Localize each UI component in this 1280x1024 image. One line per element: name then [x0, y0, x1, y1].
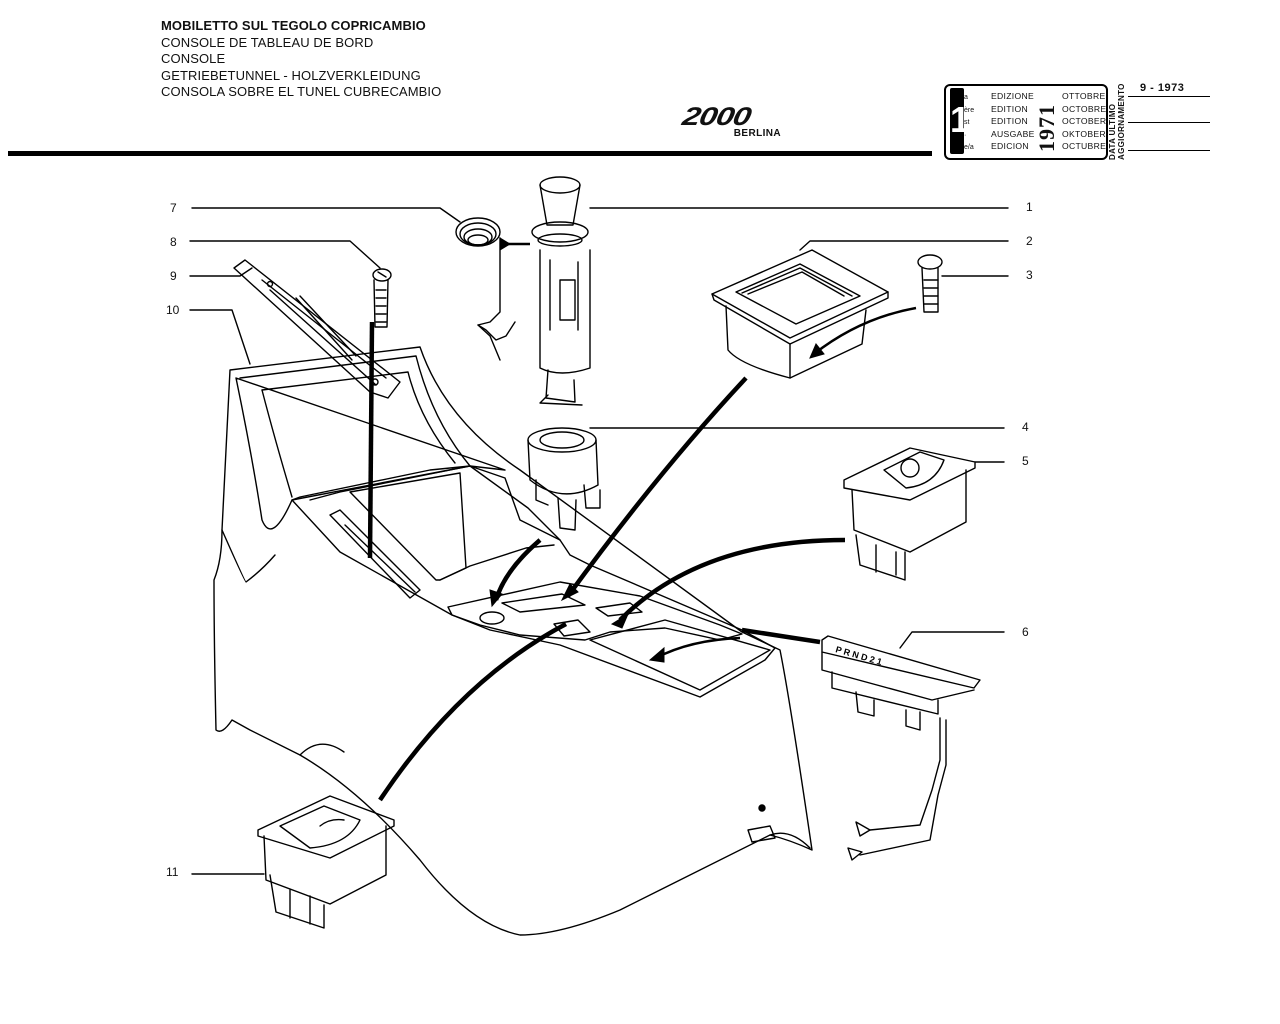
trim-strip-part-9: [233, 259, 401, 399]
edition-suffix: st: [964, 119, 970, 126]
callout-2: 2: [1026, 234, 1033, 248]
callout-5: 5: [1022, 454, 1029, 468]
edition-suffix: e/a: [964, 144, 974, 151]
update-line: [1128, 150, 1210, 151]
switch-part-11: [257, 795, 395, 929]
edition-months: OTTOBRE OCTOBRE OCTOBER OKTOBER OCTUBRE: [1062, 90, 1106, 153]
spring-part-7: [455, 217, 516, 361]
edition-month: OCTUBRE: [1062, 141, 1107, 151]
update-line: [1128, 122, 1210, 123]
edition-month: OTTOBRE: [1062, 91, 1106, 101]
callout-9: 9: [170, 269, 177, 283]
callout-10: 10: [166, 303, 180, 317]
screw-part-3: [917, 254, 943, 313]
callout-8: 8: [170, 235, 177, 249]
callout-3: 3: [1026, 268, 1033, 282]
edition-month: OKTOBER: [1062, 128, 1106, 139]
edition-suffix: ·: [964, 131, 967, 139]
edition-word: AUSGABE: [991, 128, 1035, 139]
edition-suffix: ère: [964, 106, 975, 114]
title-german: GETRIEBETUNNEL - HOLZVERKLEIDUNG: [161, 67, 421, 83]
switch-part-5: [843, 447, 976, 581]
edition-word: EDIZIONE: [991, 91, 1034, 101]
edition-suffix: a: [964, 94, 968, 101]
edition-box: 1 a ère st · e/a EDIZIONE EDITION EDITIO…: [944, 84, 1108, 160]
selector-letters: P R N D 2 1: [834, 644, 883, 667]
thin-arrows: [502, 242, 917, 660]
lighter-ring-part-4: [527, 427, 601, 531]
cigar-lighter-part-1: [531, 176, 591, 406]
ashtray-part-2: [711, 249, 889, 379]
edition-suffixes: a ère st · e/a: [964, 92, 974, 155]
logo-model-name: BERLINA: [733, 128, 781, 139]
callout-11: 11: [166, 865, 179, 879]
update-date: 9 - 1973: [1140, 82, 1185, 94]
edition-words: EDIZIONE EDITION EDITION AUSGABE EDICION: [991, 90, 1035, 153]
title-french: CONSOLE DE TABLEAU DE BORD: [161, 34, 374, 50]
edition-word: EDITION: [991, 116, 1028, 126]
header-rule: [8, 151, 932, 156]
edition-word: EDITION: [991, 103, 1028, 114]
screw-part-8: [372, 268, 392, 328]
edition-month: OCTOBER: [1062, 116, 1107, 126]
callout-7: 7: [170, 201, 177, 215]
console-body: [213, 346, 813, 936]
selector-panel-part-6: [821, 635, 981, 861]
fitting-arrows: [367, 321, 846, 802]
callout-1: 1: [1026, 200, 1033, 214]
callout-6: 6: [1022, 625, 1029, 639]
update-line: [1128, 96, 1210, 97]
callout-4: 4: [1022, 420, 1029, 434]
leader-lines: [189, 207, 1009, 875]
title-italian: MOBILETTO SUL TEGOLO COPRICAMBIO: [161, 18, 426, 33]
title-spanish: CONSOLA SOBRE EL TUNEL CUBRECAMBIO: [161, 84, 442, 100]
title-block: MOBILETTO SUL TEGOLO COPRICAMBIO CONSOLE…: [161, 18, 441, 101]
edition-word: EDICION: [991, 141, 1029, 151]
model-logo: 2000 BERLINA: [653, 100, 781, 139]
edition-month: OCTOBRE: [1062, 103, 1107, 114]
title-english: CONSOLE: [161, 51, 226, 67]
